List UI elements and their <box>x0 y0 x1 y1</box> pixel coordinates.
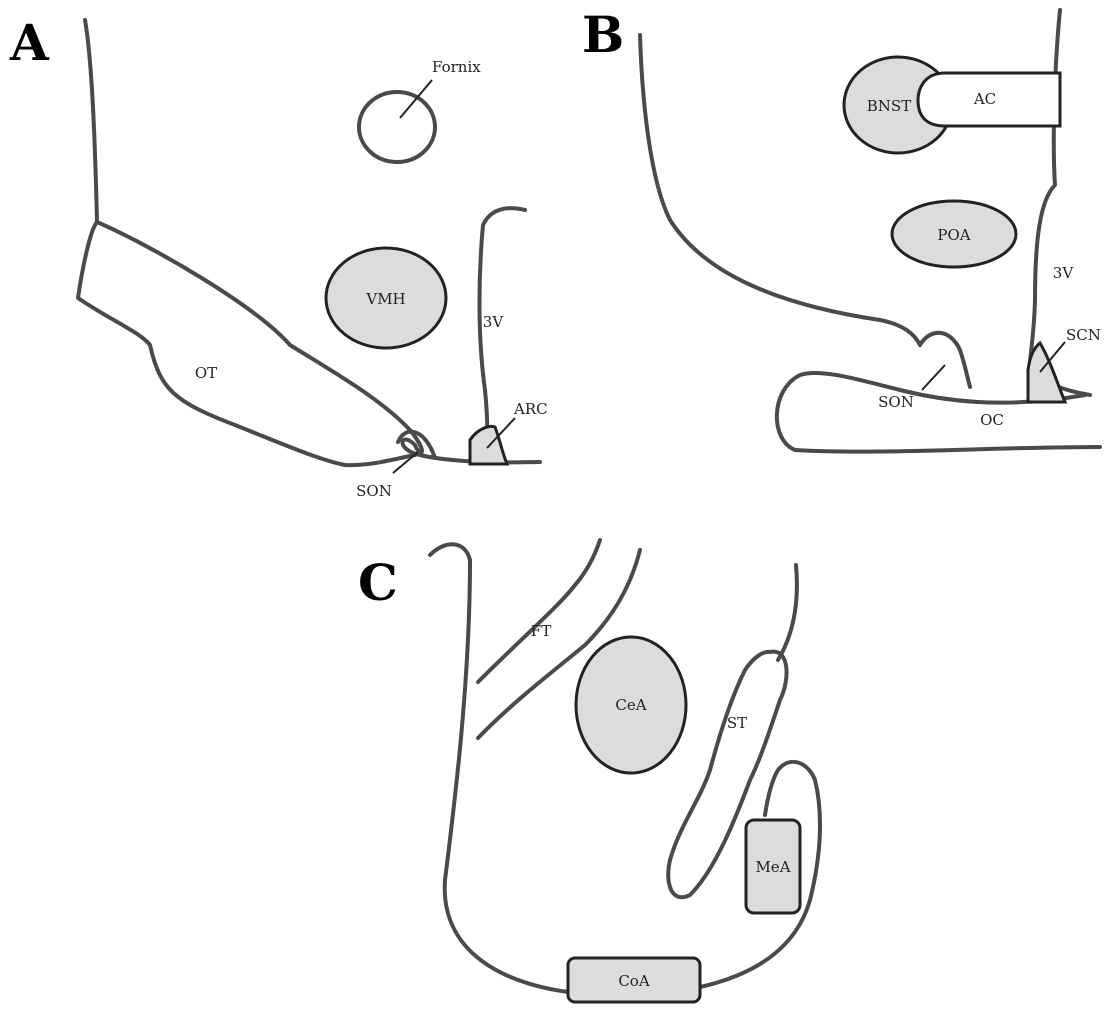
panel-c-coa-label: CoA <box>618 972 650 990</box>
panel-c-mea-label: MeA <box>755 858 790 876</box>
panel-a-brain-outline <box>85 20 540 462</box>
panel-a-fornix-label: Fornix <box>432 58 481 76</box>
panel-b-oc-label: OC <box>980 411 1004 429</box>
panel-a-fornix-leader <box>400 80 432 118</box>
panel-b-scn-label: SCN <box>1066 326 1101 344</box>
panel-a: A Fornix VMH OT 3V ARC SON <box>9 13 548 500</box>
panel-a-fornix <box>359 92 435 162</box>
panel-c-ft-label: FT <box>531 622 551 640</box>
panel-b-son-bump <box>920 333 970 387</box>
panel-c-cea-label: CeA <box>615 696 646 714</box>
panel-a-vmh-label: VMH <box>365 290 405 308</box>
panel-c-right-contour <box>778 565 797 660</box>
panel-a-arc-label: ARC <box>513 400 548 418</box>
panel-b-son-leader <box>922 365 945 390</box>
panel-c-ft-upper <box>478 540 600 682</box>
panel-b-ac-label: AC <box>973 90 996 108</box>
panel-b-scn <box>1028 343 1065 402</box>
panel-c: C FT CeA ST MeA CoA <box>358 540 820 1002</box>
panel-a-son-label: SON <box>356 482 392 500</box>
panel-c-letter: C <box>358 553 398 612</box>
panel-a-ot-label: OT <box>195 364 217 382</box>
panel-b-son-label: SON <box>878 393 914 411</box>
panel-b: B BNST AC POA 3V SCN SON OC <box>582 5 1101 452</box>
panel-b-poa-label: POA <box>937 226 970 244</box>
panel-a-third-ventricle <box>479 208 525 460</box>
panel-a-letter: A <box>9 13 50 72</box>
panel-b-bnst-label: BNST <box>867 97 911 115</box>
panel-b-3v-label: 3V <box>1053 264 1075 282</box>
panel-c-st-label: ST <box>727 714 747 732</box>
panel-a-3v-label: 3V <box>483 313 505 331</box>
panel-b-letter: B <box>582 5 624 64</box>
